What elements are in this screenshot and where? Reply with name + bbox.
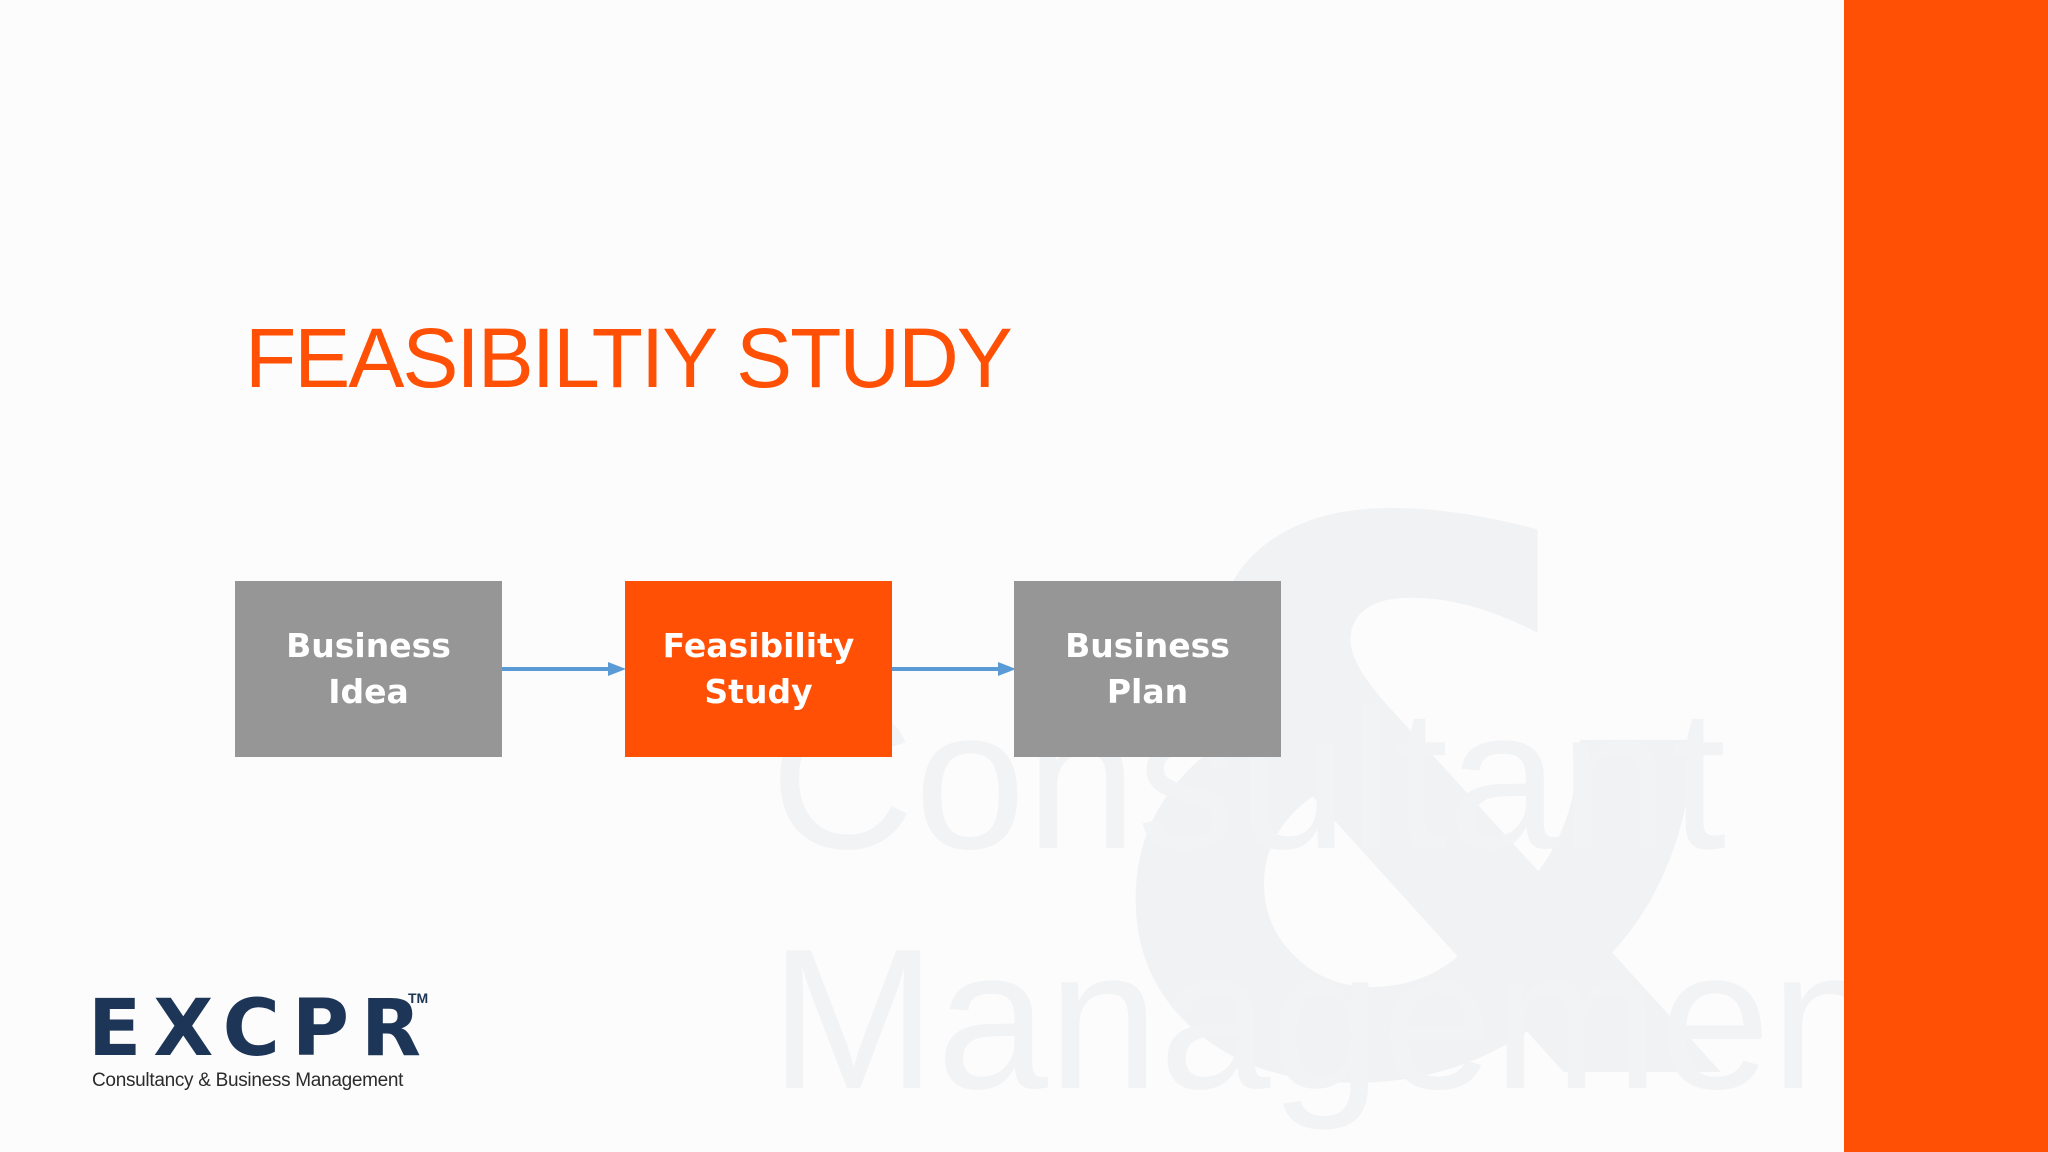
node-label: Business Plan — [1065, 626, 1230, 711]
arrow-feasibility-to-plan — [892, 662, 1016, 676]
slide-title: FEASIBILTIY STUDY — [245, 311, 1013, 405]
watermark-ampersand: & — [1090, 368, 1753, 1152]
logo-tagline: Consultancy & Business Management — [92, 1070, 404, 1091]
node-business-idea: Business Idea — [235, 581, 502, 757]
watermark-line-2: Managemen — [770, 908, 1882, 1131]
arrow-idea-to-feasibility — [502, 662, 626, 676]
excpr-logo: EXCPR TM Consultancy & Business Manageme… — [88, 990, 433, 1095]
node-feasibility-study: Feasibility Study — [625, 581, 892, 757]
node-label: Business Idea — [286, 626, 451, 711]
node-label: Feasibility Study — [662, 626, 855, 711]
right-accent-bar — [1844, 0, 2048, 1152]
node-business-plan: Business Plan — [1014, 581, 1281, 757]
logo-wordmark: EXCPR — [88, 984, 434, 1074]
logo-trademark: TM — [408, 990, 429, 1006]
